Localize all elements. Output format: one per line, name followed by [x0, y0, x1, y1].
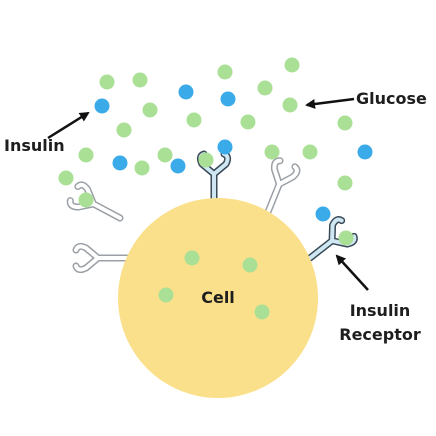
- glucose-molecule-bound: [338, 230, 354, 246]
- glucose-molecule: [254, 304, 270, 320]
- receptor-label-line2: Receptor: [339, 325, 421, 344]
- glucose-molecule: [242, 257, 258, 273]
- cell-label: Cell: [201, 288, 235, 307]
- receptor-arrow: [335, 254, 369, 291]
- insulin-molecule: [357, 144, 373, 160]
- insulin-molecule: [220, 91, 236, 107]
- glucose-molecule: [99, 74, 115, 90]
- insulin-molecule: [217, 139, 233, 155]
- glucose-molecule: [186, 112, 202, 128]
- insulin-cloud: [94, 84, 373, 171]
- glucose-molecule-bound: [198, 152, 214, 168]
- glucose-molecule: [282, 97, 298, 113]
- insulin-molecule-bound: [170, 158, 186, 174]
- glucose-cloud: [58, 57, 353, 208]
- glucose-molecule: [257, 80, 273, 96]
- glucose-molecule: [78, 147, 94, 163]
- glucose-molecule: [302, 144, 318, 160]
- insulin-molecule-bound: [315, 206, 331, 222]
- glucose-molecule: [337, 115, 353, 131]
- glucose-molecule: [158, 287, 174, 303]
- glucose-arrow: [305, 97, 355, 109]
- glucose-molecule: [217, 64, 233, 80]
- receptor-active-right: [306, 216, 358, 262]
- receptor-active-top: [196, 150, 232, 206]
- glucose-molecule: [132, 72, 148, 88]
- insulin-arrow: [47, 111, 90, 140]
- receptor-inactive-left-upper: [66, 181, 124, 222]
- insulin-label: Insulin: [4, 136, 65, 155]
- glucose-molecule: [58, 170, 74, 186]
- glucose-molecule: [142, 102, 158, 118]
- cell-body: [118, 198, 318, 398]
- glucose-molecule: [264, 144, 280, 160]
- receptor-inactive-left-lower: [72, 242, 132, 274]
- glucose-molecule: [134, 160, 150, 176]
- glucose-molecule: [284, 57, 300, 73]
- glucose-molecule: [184, 250, 200, 266]
- receptor-label-line1: Insulin: [350, 301, 411, 320]
- glucose-label: Glucose: [356, 89, 427, 108]
- insulin-molecule: [112, 155, 128, 171]
- insulin-molecule: [94, 98, 110, 114]
- glucose-molecule: [240, 114, 256, 130]
- glucose-molecule: [116, 122, 132, 138]
- receptor-inactive-right-top: [264, 157, 301, 216]
- glucose-molecule: [157, 147, 173, 163]
- glucose-molecule: [337, 175, 353, 191]
- insulin-molecule: [178, 84, 194, 100]
- glucose-molecule: [78, 192, 94, 208]
